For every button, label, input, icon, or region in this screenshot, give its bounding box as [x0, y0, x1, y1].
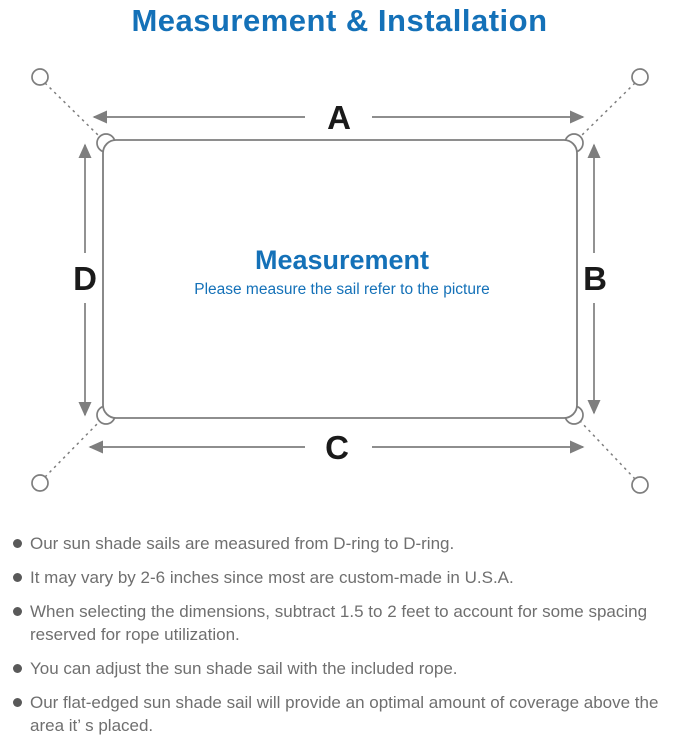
tether-line-bottom-left: [44, 420, 101, 478]
anchor-ring-bottom-left: [31, 474, 49, 492]
sail-measurement-diagram: A C D B Measurement Please measure the s…: [31, 68, 649, 494]
bullet-dot: [13, 539, 22, 548]
notes-list: Our sun shade sails are measured from D-…: [13, 532, 667, 739]
note-text: Our flat-edged sun shade sail will provi…: [30, 693, 659, 735]
note-text: It may vary by 2-6 inches since most are…: [30, 568, 514, 587]
dimension-label-d: D: [73, 260, 97, 297]
anchor-ring-top-left: [31, 68, 49, 86]
dimension-label-c: C: [325, 429, 349, 466]
bullet-dot: [13, 573, 22, 582]
tether-line-bottom-right: [579, 420, 636, 480]
anchor-ring-top-right: [631, 68, 649, 86]
note-item: You can adjust the sun shade sail with t…: [13, 657, 667, 680]
tether-line-top-left: [44, 82, 101, 138]
dimension-label-a: A: [327, 99, 351, 136]
diagram-center-subtitle: Please measure the sail refer to the pic…: [194, 281, 490, 298]
tether-line-top-right: [579, 82, 636, 138]
anchor-ring-bottom-right: [631, 476, 649, 494]
dimension-label-b: B: [583, 260, 607, 297]
anchor-rings: [31, 68, 649, 494]
page-title: Measurement & Installation: [131, 3, 548, 38]
note-text: Our sun shade sails are measured from D-…: [30, 534, 455, 553]
note-item: Our sun shade sails are measured from D-…: [13, 532, 667, 555]
note-text: When selecting the dimensions, subtract …: [30, 602, 648, 644]
note-text: You can adjust the sun shade sail with t…: [30, 659, 458, 678]
diagram-center-heading: Measurement: [255, 245, 429, 275]
bullet-dot: [13, 607, 22, 616]
note-item: It may vary by 2-6 inches since most are…: [13, 566, 667, 589]
sail-outline: [102, 139, 578, 419]
note-item: When selecting the dimensions, subtract …: [13, 600, 667, 646]
bullet-dot: [13, 698, 22, 707]
note-item: Our flat-edged sun shade sail will provi…: [13, 691, 667, 737]
tether-dotted-lines: [44, 82, 636, 480]
bullet-dot: [13, 664, 22, 673]
